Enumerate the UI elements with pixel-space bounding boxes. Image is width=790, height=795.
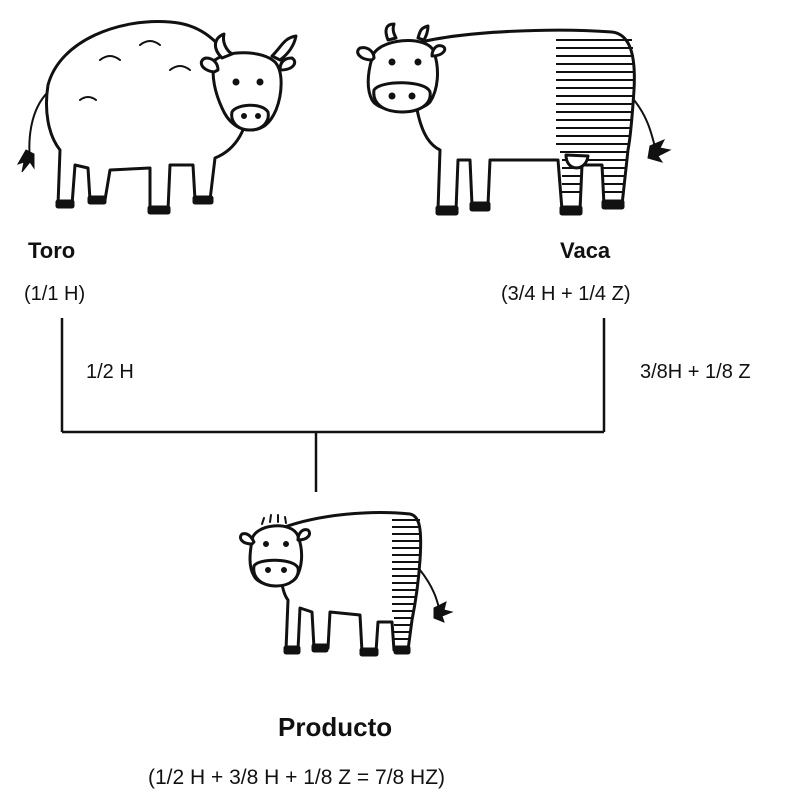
bull-illustration [18, 22, 296, 214]
cow-composition: (3/4 H + 1/4 Z) [501, 283, 631, 306]
bull-contribution: 1/2 H [86, 361, 134, 384]
calf-illustration [240, 513, 452, 656]
product-composition: (1/2 H + 3/8 H + 1/8 Z = 7/8 HZ) [148, 766, 445, 790]
pedigree-lines [62, 318, 604, 492]
product-name: Producto [278, 712, 392, 743]
bull-composition: (1/1 H) [24, 283, 85, 306]
bull-name: Toro [28, 238, 75, 264]
cow-name: Vaca [560, 238, 610, 264]
cow-contribution: 3/8H + 1/8 Z [640, 361, 751, 384]
cow-illustration [358, 24, 670, 215]
